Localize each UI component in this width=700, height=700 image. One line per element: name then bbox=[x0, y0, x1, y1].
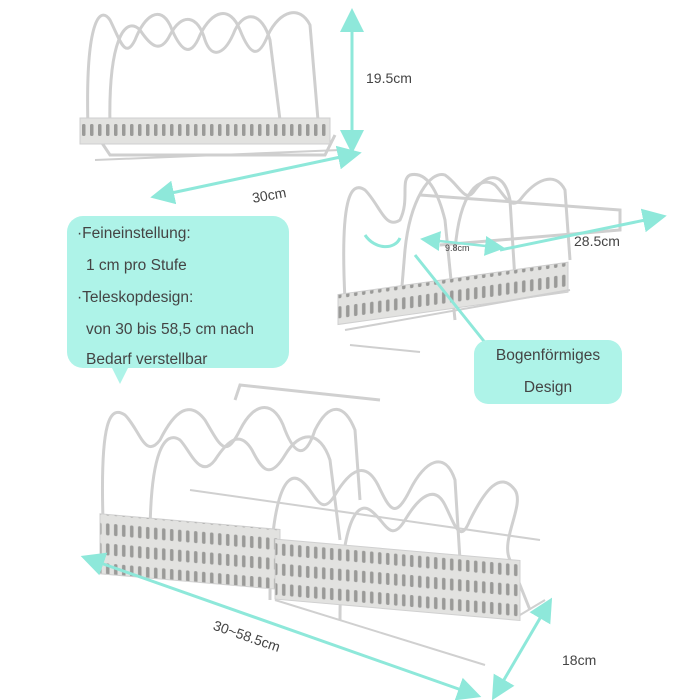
depth-label: 28.5cm bbox=[574, 233, 620, 249]
depth-label-bottom: 18cm bbox=[562, 652, 597, 668]
spacing-arrow bbox=[420, 231, 505, 256]
callout-line: ·Feineinstellung: bbox=[77, 225, 191, 242]
feature-callout-adjustment: ·Feineinstellung: 1 cm pro Stufe ·Telesk… bbox=[67, 216, 289, 384]
depth-arrow bbox=[499, 208, 667, 252]
curve-highlight bbox=[363, 234, 402, 249]
callout-line: Bogenförmiges bbox=[495, 347, 601, 364]
depth-arrow-bottom bbox=[491, 597, 553, 700]
width-arrow bbox=[150, 145, 362, 205]
length-arrow bbox=[80, 552, 482, 700]
rack-angled bbox=[337, 173, 622, 353]
callout-line: Bedarf verstellbar bbox=[86, 351, 208, 368]
callout-line: Design bbox=[523, 379, 573, 396]
callout-line: ·Teleskopdesign: bbox=[77, 289, 194, 306]
rack-compact bbox=[79, 11, 341, 161]
feature-callout-design: Bogenförmiges Design bbox=[474, 340, 622, 404]
spacing-label: 9.8cm bbox=[445, 243, 470, 253]
callout-pointer bbox=[413, 254, 497, 356]
height-label: 19.5cm bbox=[366, 70, 412, 86]
callout-line: von 30 bis 58,5 cm nach bbox=[86, 321, 255, 338]
rack-extended bbox=[99, 383, 546, 666]
callout-line: 1 cm pro Stufe bbox=[86, 257, 187, 274]
